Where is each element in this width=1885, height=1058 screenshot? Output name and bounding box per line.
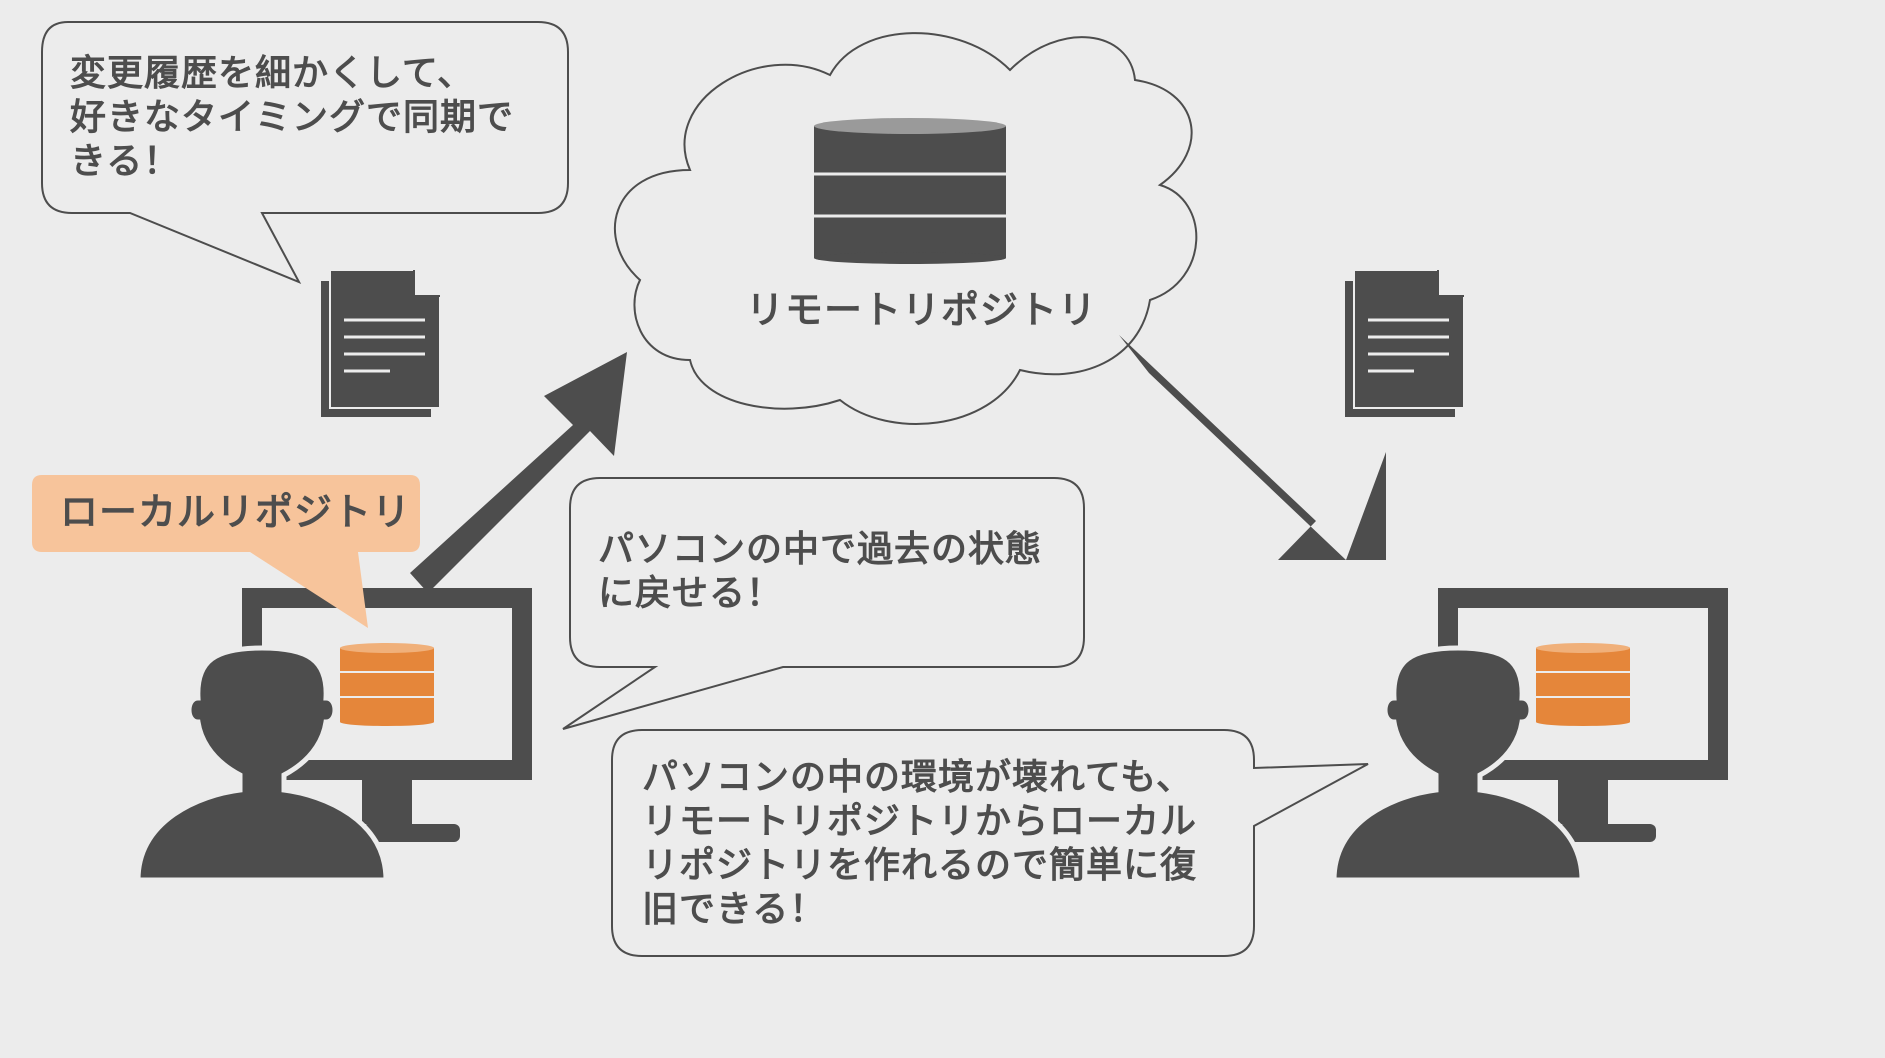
user-icon-right [1331,645,1585,883]
bubble-top-left-line-2: 好きなタイミングで同期で [70,97,515,138]
remote-repository-label: リモートリポジトリ [746,288,1098,332]
local-database-icon-left [340,643,434,726]
document-icon-right [1343,269,1465,419]
bubble-bottom-line-3: リポジトリを作れるので簡単に復 [642,845,1198,886]
speech-bubble-bottom [611,729,1369,957]
remote-user-workstation [1331,588,1728,883]
bubble-bottom-line-4: 旧できる！ [642,889,827,930]
bubble-top-left-line-3: きる！ [70,141,181,182]
local-database-icon-right [1536,643,1630,726]
bubble-middle-line-2: に戻せる！ [598,573,784,614]
bubble-bottom-text: パソコンの中の環境が壊れても、 リモートリポジトリからローカル リポジトリを作れ… [642,756,1197,932]
bubble-top-left-line-1: 変更履歴を細かくして、 [70,53,475,94]
bubble-middle-line-1: パソコンの中で過去の状態 [598,529,1043,570]
bubble-middle-text: パソコンの中で過去の状態 に戻せる！ [598,528,1042,616]
push-arrow-icon [410,352,627,593]
user-icon-left [135,645,389,883]
bubble-top-left-text: 変更履歴を細かくして、 好きなタイミングで同期で きる！ [70,52,514,184]
document-icon-left [319,269,441,419]
local-repository-label: ローカルリポジトリ [60,490,412,534]
bubble-bottom-line-1: パソコンの中の環境が壊れても、 [642,757,1194,798]
pull-arrow-icon [1119,335,1386,560]
speech-bubble-middle [562,477,1085,730]
remote-database-icon [814,118,1006,264]
local-workstation [135,588,532,883]
speech-bubble-top-left [41,21,569,284]
local-repository-tag [32,475,420,628]
bubble-bottom-line-2: リモートリポジトリからローカル [642,801,1198,842]
